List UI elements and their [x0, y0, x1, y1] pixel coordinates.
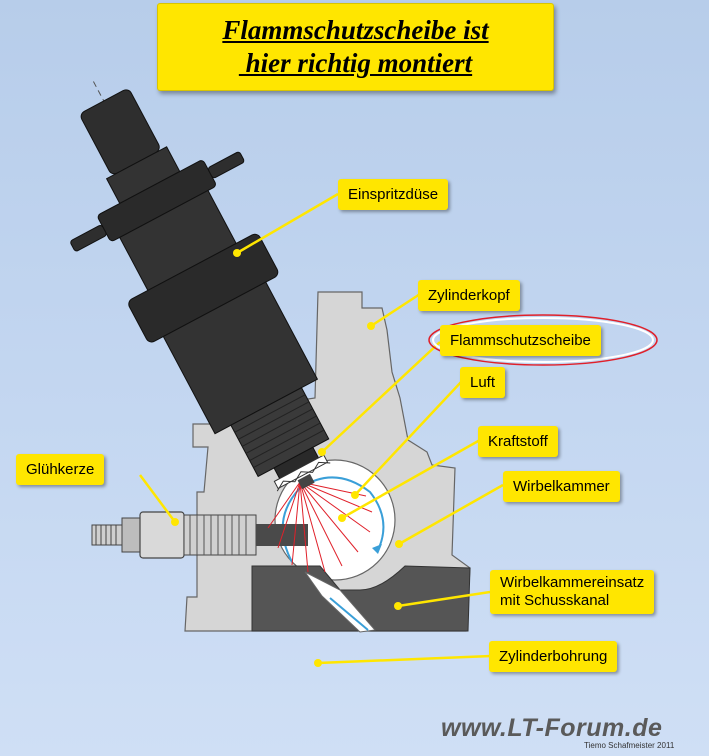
highlight-ring-inner — [432, 317, 654, 363]
leader-dot-wirbelkammereinsatz — [394, 602, 402, 610]
swirl-arrowhead — [372, 544, 382, 554]
label-zylinderkopf: Zylinderkopf — [418, 280, 520, 311]
label-kraftstoff: Kraftstoff — [478, 426, 558, 457]
highlight-ring — [428, 314, 658, 366]
label-wirbelkammereinsatz: Wirbelkammereinsatz mit Schusskanal — [490, 570, 655, 614]
leader-gluehkerze — [138, 474, 177, 523]
leader-zylinderkopf — [370, 292, 421, 328]
leader-dot-gluehkerze — [171, 518, 179, 526]
label-flammschutzscheibe: Flammschutzscheibe — [440, 325, 601, 356]
title-box: Flammschutzscheibe ist hier richtig mont… — [157, 3, 554, 91]
label-wirbelkammer: Wirbelkammer — [503, 471, 620, 502]
leader-luft — [354, 380, 463, 496]
title-line-2: hier richtig montiert — [238, 48, 473, 78]
shot-channel — [304, 571, 376, 633]
label-einspritzduese: Einspritzdüse — [338, 179, 449, 210]
leader-einspritzduese — [236, 192, 339, 255]
leader-dot-einspritzduese — [233, 249, 241, 257]
leader-wirbelkammereinsatz — [397, 590, 491, 608]
leader-dot-luft — [351, 491, 359, 499]
label-zylinderbohrung: Zylinderbohrung — [489, 641, 618, 672]
label-gluehkerze: Glühkerze — [16, 454, 105, 485]
leader-kraftstoff — [341, 438, 481, 520]
footer-url: www.LT-Forum.de — [441, 714, 663, 742]
whirl-chamber — [274, 459, 396, 581]
label-wirbelkammereinsatz-line-1: Wirbelkammereinsatz — [500, 574, 645, 591]
chamber-insert — [251, 565, 471, 632]
leader-dot-flammschutzscheibe — [318, 448, 326, 456]
label-luft: Luft — [460, 367, 506, 398]
title-line-1: Flammschutzscheibe ist — [222, 15, 489, 45]
label-wirbelkammereinsatz-line-2: mit Schusskanal — [500, 592, 610, 609]
leader-flammschutzscheibe — [321, 341, 441, 453]
leader-dot-wirbelkammer — [395, 540, 403, 548]
leader-dot-zylinderkopf — [367, 322, 375, 330]
footer-credit: Tiemo Schafmeister 2011 — [584, 741, 675, 750]
channel-arrow — [329, 597, 369, 631]
leader-wirbelkammer — [398, 483, 504, 546]
injector — [70, 81, 331, 492]
leader-dot-kraftstoff — [338, 514, 346, 522]
leader-dot-zylinderbohrung — [314, 659, 322, 667]
leader-zylinderbohrung — [317, 654, 492, 665]
